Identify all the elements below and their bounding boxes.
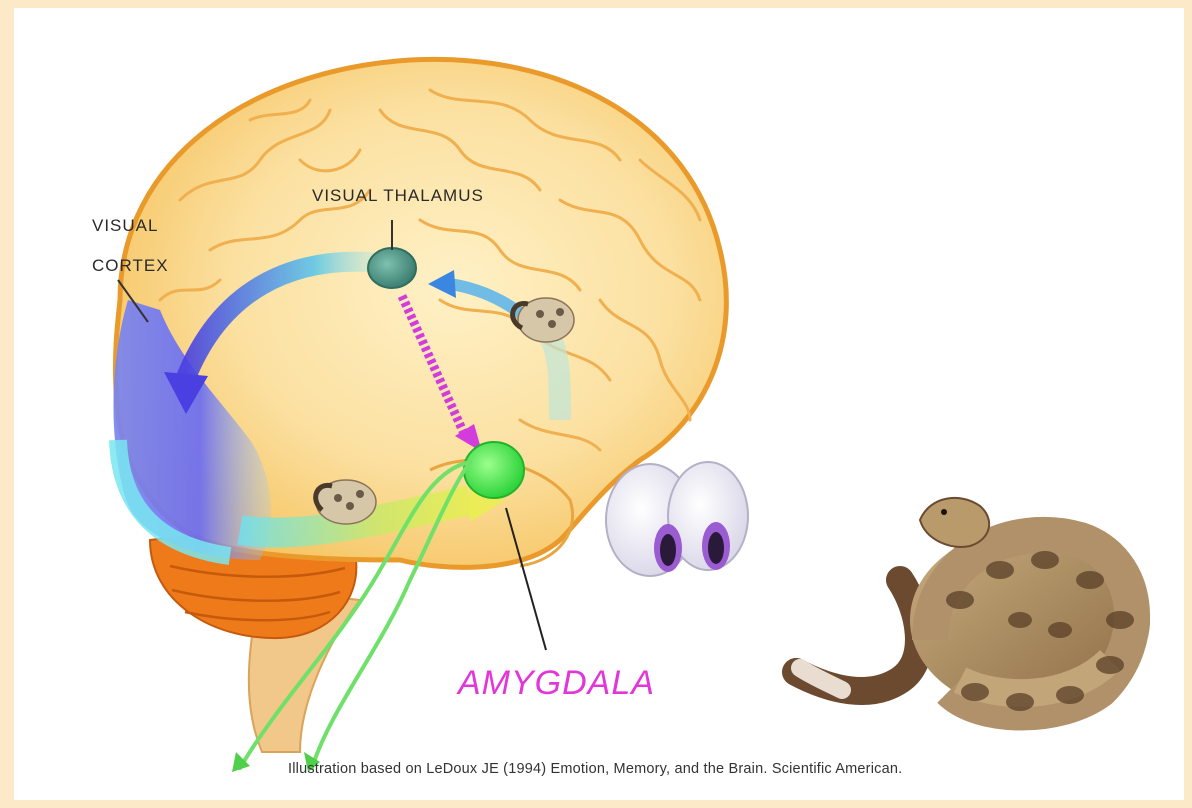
thalamus-node — [368, 248, 416, 288]
citation-caption: Illustration based on LeDoux JE (1994) E… — [288, 761, 902, 777]
amygdala-label: AMYGDALA — [458, 664, 655, 703]
amygdala-node — [464, 442, 524, 498]
rattlesnake-image — [796, 498, 1150, 713]
visual-cortex-label-line2: CORTEX — [92, 256, 169, 276]
snake-thumbnail-icon — [316, 480, 376, 524]
eyes-icon — [606, 462, 748, 576]
visual-thalamus-label: VISUAL THALAMUS — [312, 186, 484, 206]
visual-cortex-label-line1: VISUAL — [92, 216, 158, 236]
